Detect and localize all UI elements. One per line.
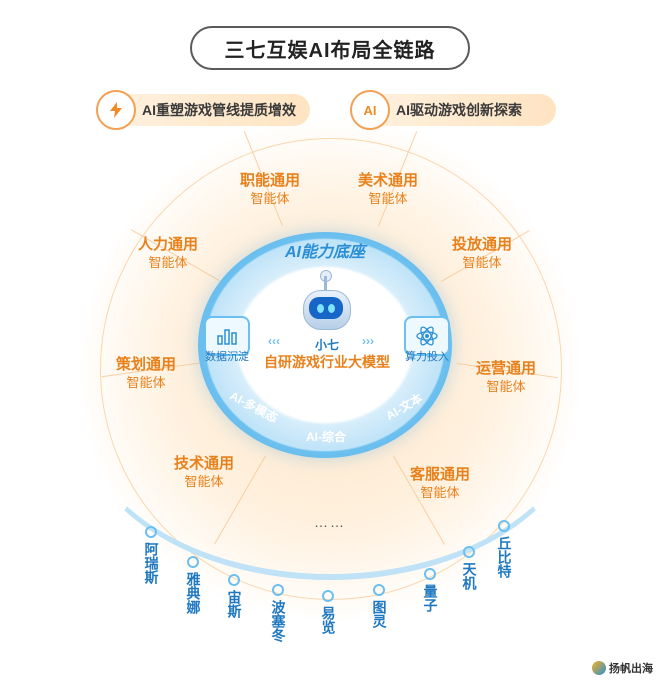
agent-hr: 人力通用 智能体 — [128, 236, 208, 272]
page-title: 三七互娱AI布局全链路 — [190, 26, 470, 70]
cupid-icon — [498, 520, 510, 532]
athena-icon — [187, 556, 199, 568]
product-yilan: 易览 — [316, 590, 340, 634]
innovation-pill: AI AI驱动游戏创新探索 — [350, 90, 556, 130]
mascot-name: 小七 — [314, 338, 339, 352]
robot-eye — [317, 304, 324, 313]
product-ares: 阿瑞斯 — [139, 526, 163, 584]
product-name: 阿瑞斯 — [143, 542, 160, 584]
more-ellipsis: …… — [314, 514, 346, 530]
data-precipitation-label: 数据沉淀 — [205, 351, 249, 363]
tianji-icon — [463, 546, 475, 558]
agent-suffix: 智能体 — [462, 255, 502, 270]
agent-suffix: 智能体 — [420, 485, 460, 500]
ai-chip-icon: AI — [350, 90, 390, 130]
agent-name: 运营通用 — [475, 360, 536, 377]
chevron-right-icon: ››› — [362, 334, 374, 348]
agent-suffix: 智能体 — [184, 474, 224, 489]
sail-logo-icon — [592, 661, 606, 675]
chevron-left-icon: ‹‹‹ — [268, 334, 280, 348]
agent-name: 职能通用 — [239, 172, 300, 189]
turing-icon — [373, 584, 385, 596]
product-cupid: 丘比特 — [492, 520, 516, 578]
agent-name: 投放通用 — [451, 236, 512, 253]
agent-suffix: 智能体 — [250, 191, 290, 206]
agent-art: 美术通用 智能体 — [348, 172, 428, 208]
lightning-icon — [96, 90, 136, 130]
agent-suffix: 智能体 — [126, 375, 166, 390]
product-name: 量子 — [422, 584, 439, 612]
ring-label-comprehensive: AI-综合 — [306, 430, 346, 444]
agent-tech: 技术通用 智能体 — [164, 455, 244, 491]
ring-title: AI能力底座 — [284, 244, 365, 261]
model-name: 自研游戏行业大模型 — [264, 354, 390, 370]
product-name: 易览 — [320, 606, 337, 634]
brand-logo: 扬帆出海 — [592, 659, 653, 677]
agent-suffix: 智能体 — [148, 255, 188, 270]
agent-suffix: 智能体 — [368, 191, 408, 206]
agent-name: 美术通用 — [357, 172, 418, 189]
agent-suffix: 智能体 — [486, 379, 526, 394]
robot-antenna — [324, 276, 327, 290]
compute-investment-label: 算力投入 — [405, 351, 449, 363]
atom-icon — [416, 326, 438, 346]
innovation-label: AI驱动游戏创新探索 — [396, 102, 522, 118]
product-name: 雅典娜 — [185, 572, 202, 614]
agent-name: 人力通用 — [137, 236, 198, 253]
product-zeus: 宙斯 — [222, 574, 246, 618]
product-turing: 图灵 — [367, 584, 391, 628]
product-poseidon: 波塞冬 — [266, 584, 290, 642]
agent-customer-service: 客服通用 智能体 — [400, 466, 480, 502]
agent-name: 策划通用 — [115, 356, 176, 373]
product-name: 波塞冬 — [270, 600, 287, 642]
ares-icon — [145, 526, 157, 538]
yilan-icon — [322, 590, 334, 602]
poseidon-icon — [272, 584, 284, 596]
compute-investment-box — [404, 316, 450, 356]
pipeline-efficiency-label: AI重塑游戏管线提质增效 — [142, 102, 296, 118]
robot-eye — [328, 304, 335, 313]
agent-ad: 投放通用 智能体 — [442, 236, 522, 272]
agent-name: 技术通用 — [173, 455, 234, 472]
product-name: 图灵 — [371, 600, 388, 628]
bar-chart-icon — [217, 329, 237, 345]
zeus-icon — [228, 574, 240, 586]
brand-name: 扬帆出海 — [609, 663, 653, 675]
product-name: 宙斯 — [226, 590, 243, 618]
product-athena: 雅典娜 — [181, 556, 205, 614]
product-name: 天机 — [461, 562, 478, 590]
agent-functional: 职能通用 智能体 — [230, 172, 310, 208]
product-quantum: 量子 — [418, 568, 442, 612]
product-name: 丘比特 — [496, 536, 513, 578]
agent-name: 客服通用 — [409, 466, 470, 483]
agent-operation: 运营通用 智能体 — [466, 360, 546, 396]
data-precipitation-box — [204, 316, 250, 356]
quantum-icon — [424, 568, 436, 580]
product-tianji: 天机 — [457, 546, 481, 590]
agent-planning: 策划通用 智能体 — [106, 356, 186, 392]
pipeline-efficiency-pill: AI重塑游戏管线提质增效 — [96, 90, 310, 130]
bottom-blue-arc — [78, 250, 582, 580]
robot-face — [309, 297, 343, 319]
